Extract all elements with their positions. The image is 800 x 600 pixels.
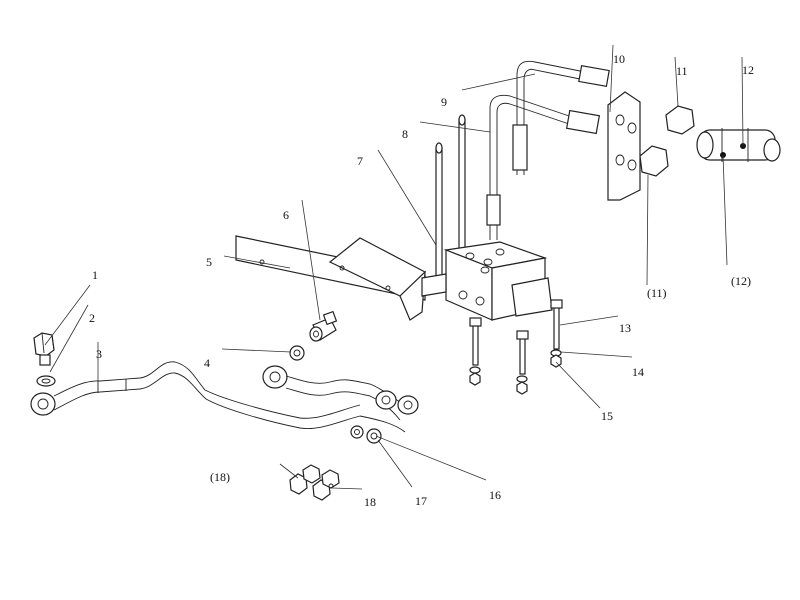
part-oil-pipe-short [262,365,419,433]
part-nuts-15 [469,354,562,395]
part-washer-2 [36,375,56,387]
label-17: 17 [415,494,427,508]
label-13: 13 [619,321,631,335]
part-coupling-12 [696,128,781,162]
label-10: 10 [613,52,625,66]
part-bolts-18 [289,464,340,501]
label-14: 14 [632,365,644,379]
label-4: 4 [204,356,210,370]
part-valve-block [421,241,553,321]
part-washers-17 [350,425,382,444]
label-2: 2 [89,311,95,325]
label-12-paren: (12) [731,274,751,288]
part-oil-pipe-long [30,361,361,429]
leader-lines [44,44,744,490]
part-rods [435,114,466,284]
part-nut-11 [639,105,695,177]
label-18-paren: (18) [210,470,230,484]
label-6: 6 [283,208,289,222]
label-8: 8 [402,127,408,141]
part-bent-pipes [486,60,610,240]
part-bolts-13 [469,299,563,375]
part-labels: 1 2 3 4 5 6 7 8 9 10 11 (11) 12 (12) 13 … [89,52,754,509]
label-9: 9 [441,95,447,109]
label-18: 18 [364,495,376,509]
part-washers-14 [469,349,562,383]
label-3: 3 [96,347,102,361]
part-fitting-6 [309,310,338,342]
part-angle-bracket [607,91,641,201]
label-1: 1 [92,268,98,282]
part-banjo-bolt [33,332,55,366]
label-12: 12 [742,63,754,77]
part-mounting-plate [235,235,427,321]
label-11-paren: (11) [647,286,667,300]
label-15: 15 [601,409,613,423]
part-washer-4 [289,345,305,361]
label-11: 11 [676,64,688,78]
label-7: 7 [357,154,363,168]
label-16: 16 [489,488,501,502]
label-5: 5 [206,255,212,269]
